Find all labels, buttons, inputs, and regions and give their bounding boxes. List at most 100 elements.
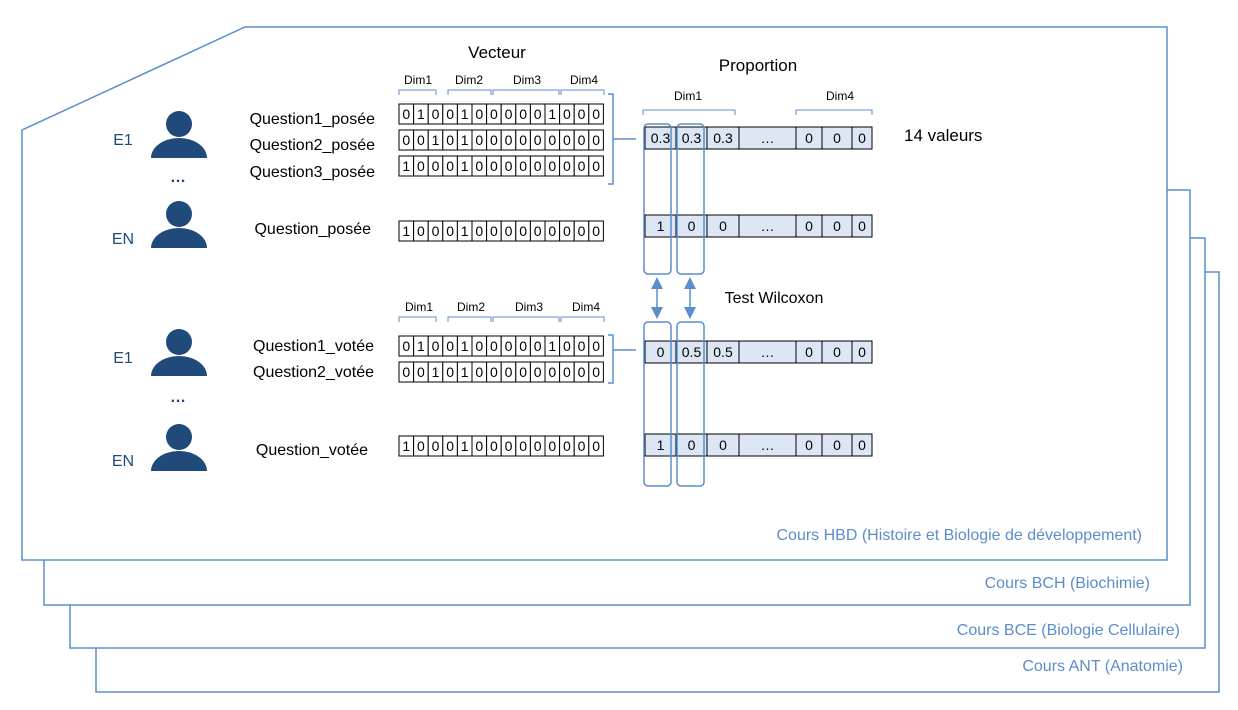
vector-bit: 0	[563, 438, 571, 454]
vector-bit: 0	[402, 338, 410, 354]
vector-bit: 0	[432, 158, 440, 174]
proportion-cell	[851, 340, 873, 364]
proportion-value: 0	[688, 437, 696, 453]
vector-bit: 0	[548, 132, 556, 148]
course-page-hbd	[21, 26, 1168, 561]
vector-bit: 1	[432, 132, 440, 148]
vector-bit: 1	[461, 158, 469, 174]
vector-bit: 0	[475, 438, 483, 454]
group-bracket	[608, 93, 636, 185]
dim-label: Dim4	[570, 73, 598, 87]
student-avatar-icon	[151, 201, 207, 248]
dimension-header: Dim1 Dim2 Dim3 Dim4	[398, 300, 605, 322]
proportion-value: 0	[858, 344, 866, 360]
vector-bit: 0	[402, 364, 410, 380]
vector-bit: 0	[475, 223, 483, 239]
vector-bit: 0	[475, 106, 483, 122]
vector-cell	[588, 129, 604, 151]
vector-bit: 0	[519, 132, 527, 148]
proportion-value: …	[761, 344, 775, 360]
proportion-value: 0.3	[713, 130, 733, 146]
vector-bit: 1	[402, 438, 410, 454]
vector-cell	[588, 103, 604, 125]
dimension-header: Dim1 Dim2 Dim3 Dim4	[398, 73, 605, 95]
vector-bit: 0	[475, 364, 483, 380]
vector-bit: 0	[402, 106, 410, 122]
test-title: Test Wilcoxon	[725, 290, 824, 307]
vector-bit: 0	[548, 158, 556, 174]
vector-bit: 0	[592, 223, 600, 239]
vector-bit: 0	[432, 438, 440, 454]
student-label-e1: E1	[113, 350, 133, 367]
student-avatar-icon	[151, 111, 207, 158]
proportion-value: 0	[805, 130, 813, 146]
vector-bit: 0	[446, 132, 454, 148]
value-count-label: 14 valeurs	[904, 126, 982, 145]
vector-bit: 0	[417, 158, 425, 174]
dim-label: Dim2	[455, 73, 483, 87]
vector-bit: 0	[592, 364, 600, 380]
vector-bit: 0	[548, 223, 556, 239]
column-highlight-bottom	[643, 321, 672, 487]
vector-bit: 0	[578, 132, 586, 148]
column-highlight-top	[643, 123, 672, 275]
vector-bit: 0	[490, 223, 498, 239]
vector-bit: 0	[592, 438, 600, 454]
proportion-value: …	[761, 437, 775, 453]
proportion-value: 0	[805, 344, 813, 360]
question-label: Question2_votée	[253, 364, 374, 381]
vector-bit: 0	[563, 106, 571, 122]
course-label-hbd: Cours HBD (Histoire et Biologie de dével…	[776, 527, 1142, 544]
vector-bit: 0	[578, 364, 586, 380]
proportion-value: 0	[833, 130, 841, 146]
question-label: Question1_posée	[250, 111, 376, 128]
proportion-value: 0	[688, 218, 696, 234]
vector-bit: 0	[446, 223, 454, 239]
vector-bit: 0	[534, 132, 542, 148]
vector-bit: 0	[432, 106, 440, 122]
vector-bit: 0	[402, 132, 410, 148]
vector-bit: 1	[548, 106, 556, 122]
vector-bit: 0	[475, 338, 483, 354]
proportion-value: 0	[858, 437, 866, 453]
vector-bit: 1	[461, 223, 469, 239]
vector-bit: 1	[548, 338, 556, 354]
vector-bit: 0	[490, 158, 498, 174]
vector-bit: 1	[432, 364, 440, 380]
vector-bit: 0	[475, 158, 483, 174]
proportion-value: …	[761, 130, 775, 146]
vector-bit: 1	[402, 158, 410, 174]
vector-bit: 0	[519, 364, 527, 380]
vector-bit: 0	[490, 106, 498, 122]
proportion-cell	[851, 214, 873, 238]
course-label-bch: Cours BCH (Biochimie)	[985, 575, 1150, 592]
student-avatar-icon	[151, 329, 207, 376]
student-label-en: EN	[112, 453, 134, 470]
proportion-value: 0	[833, 218, 841, 234]
dim-label: Dim2	[457, 300, 485, 314]
vector-bit: 0	[519, 338, 527, 354]
vector-bit: 0	[505, 132, 513, 148]
vector-bit: 0	[534, 338, 542, 354]
vector-bit: 0	[432, 223, 440, 239]
vector-cell	[588, 220, 604, 242]
vector-bit: 0	[534, 106, 542, 122]
vector-bit: 0	[505, 438, 513, 454]
vector-bit: 0	[505, 158, 513, 174]
proportion-value: 0	[719, 437, 727, 453]
vector-bit: 0	[446, 338, 454, 354]
vector-cell	[588, 335, 604, 357]
proportion-value: 0.5	[682, 344, 702, 360]
proportion-value: 0	[858, 218, 866, 234]
vector-bit: 0	[578, 106, 586, 122]
vector-bit: 1	[417, 106, 425, 122]
proportion-value: 1	[657, 437, 665, 453]
vector-bit: 0	[490, 338, 498, 354]
question-label: Question3_posée	[250, 164, 376, 181]
